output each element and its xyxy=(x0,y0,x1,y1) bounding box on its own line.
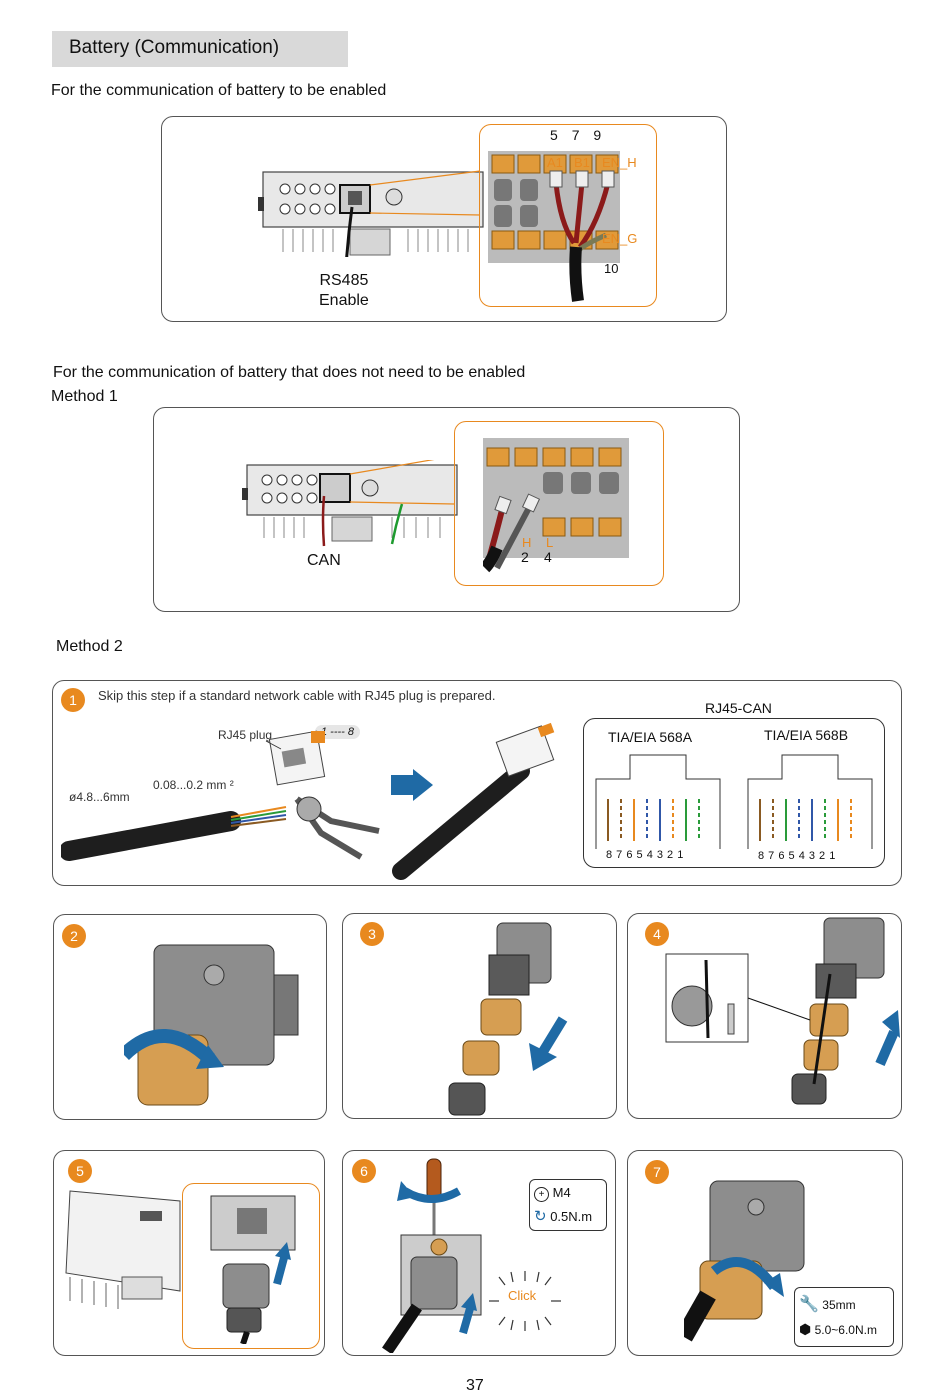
rj45-pinout-diagram xyxy=(595,754,873,849)
screw-spec-row: + M4 xyxy=(534,1185,571,1202)
panel-step-4: 4 xyxy=(627,913,902,1119)
section-title: Battery (Communication) xyxy=(69,37,280,58)
rj45-plug-label: RJ45 plug xyxy=(218,728,273,742)
label-a1: A1 xyxy=(547,155,563,170)
click-label: Click xyxy=(508,1288,537,1303)
wire-size-label: 0.08...0.2 mm ² xyxy=(153,778,234,792)
step-3-badge: 3 xyxy=(360,922,384,946)
terminal-zoom-box-can: H L 2 4 xyxy=(454,421,664,586)
pin-numbers-top: 5 7 9 xyxy=(550,127,601,143)
rj45-can-label: RJ45-CAN xyxy=(705,700,772,716)
inverter-illustration xyxy=(258,170,484,257)
label-l: L xyxy=(546,535,554,550)
nut-torque-row: ⬢ 5.0~6.0N.m xyxy=(799,1321,877,1338)
caption-enabled: For the communication of battery to be e… xyxy=(51,82,387,99)
panel-method-1: CAN H L 2 4 xyxy=(153,407,740,612)
cable-crimping-illustration xyxy=(61,722,555,880)
step-5-badge: 5 xyxy=(68,1159,92,1183)
pin-7: 7 xyxy=(571,127,580,143)
step-4-badge: 4 xyxy=(645,922,669,946)
step-7-badge: 7 xyxy=(645,1160,669,1184)
panel-step-6: 6 + M4 ↻ 0.5N.m Click xyxy=(342,1150,616,1356)
method-1-label: Method 1 xyxy=(51,388,118,405)
std-568b-label: TIA/EIA 568B xyxy=(764,727,849,743)
callout-can: CAN xyxy=(307,552,341,569)
caption-not-enabled: For the communication of battery that do… xyxy=(53,364,526,381)
method-2-label: Method 2 xyxy=(56,638,123,655)
terminal-block-can-illustration xyxy=(483,438,629,573)
panel-step-1: 1 Skip this step if a standard network c… xyxy=(52,680,902,886)
section-title-box: Battery (Communication) xyxy=(52,31,348,67)
torque-spec-row: ↻ 0.5N.m xyxy=(534,1207,592,1225)
nut-torque: 5.0~6.0N.m xyxy=(814,1323,877,1337)
diameter-label: ø4.8...6mm xyxy=(69,790,130,804)
rotate-icon: ↻ xyxy=(534,1208,547,1225)
panel-enabled: RS485 Enable 5 7 9 xyxy=(161,116,727,322)
inverter-illustration-can xyxy=(242,460,458,547)
step-1-note: Skip this step if a standard network cab… xyxy=(98,688,496,703)
panel-step-5: 5 xyxy=(53,1150,325,1356)
step-6-badge: 6 xyxy=(352,1159,376,1183)
pin-10: 10 xyxy=(604,261,619,276)
rj45-pinout-box: TIA/EIA 568A TIA/EIA 568B xyxy=(583,718,885,868)
step-2-badge: 2 xyxy=(62,924,86,948)
step-1-badge: 1 xyxy=(61,688,85,712)
hex-nut-icon: ⬢ xyxy=(799,1321,812,1337)
panel-step-2: 2 xyxy=(53,914,327,1120)
label-en-h: EN_H xyxy=(602,155,637,170)
sealing-nut-tighten-illustration xyxy=(684,1180,805,1342)
page-number: 37 xyxy=(466,1377,484,1394)
panel-step-3: 3 xyxy=(342,913,617,1119)
click-burst-icon xyxy=(489,1271,561,1331)
screw-size: M4 xyxy=(552,1185,571,1200)
connector-plug-in-illustration xyxy=(210,1195,296,1344)
label-h: H xyxy=(522,535,532,550)
panel-step-7: 7 🔧 35mm ⬢ 5.0~6.0N.m xyxy=(627,1150,903,1356)
wrench-size: 35mm xyxy=(822,1298,856,1312)
cable-insertion-illustration xyxy=(665,917,900,1105)
rs485-callout: RS485 Enable xyxy=(319,271,369,311)
pins-568b: 8 7 6 5 4 3 2 1 xyxy=(758,850,836,862)
inverter-side-illustration xyxy=(65,1190,181,1309)
std-568a-label: TIA/EIA 568A xyxy=(608,729,693,745)
label-b1: B1 xyxy=(574,155,590,170)
label-en-g: EN_G xyxy=(602,231,638,246)
phillips-screw-icon: + xyxy=(534,1187,549,1202)
pins-568a: 8 7 6 5 4 3 2 1 xyxy=(606,849,684,861)
wrench-spec-box: 🔧 35mm ⬢ 5.0~6.0N.m xyxy=(794,1287,894,1347)
pin-5: 5 xyxy=(550,127,558,143)
callout-rs485: RS485 xyxy=(319,272,369,289)
terminal-zoom-box: 5 7 9 A1 B1 EN_H EN_G 10 xyxy=(479,124,657,307)
connector-tighten-illustration xyxy=(124,944,299,1106)
step-5-zoom-box xyxy=(182,1183,320,1349)
wrench-spec-row: 🔧 35mm xyxy=(799,1294,856,1314)
pin-4: 4 xyxy=(544,549,552,565)
pin-range-label: 1 ---- 8 xyxy=(315,725,360,739)
pin-9: 9 xyxy=(593,127,602,143)
screw-spec-box: + M4 ↻ 0.5N.m xyxy=(529,1179,607,1231)
callout-enable: Enable xyxy=(319,292,369,309)
terminal-block-illustration xyxy=(488,151,620,302)
wrench-icon: 🔧 xyxy=(799,1296,819,1313)
screw-fastening-illustration xyxy=(382,1158,482,1353)
screw-torque: 0.5N.m xyxy=(550,1209,593,1224)
pin-2: 2 xyxy=(521,549,529,565)
connector-disassemble-illustration xyxy=(448,922,568,1116)
